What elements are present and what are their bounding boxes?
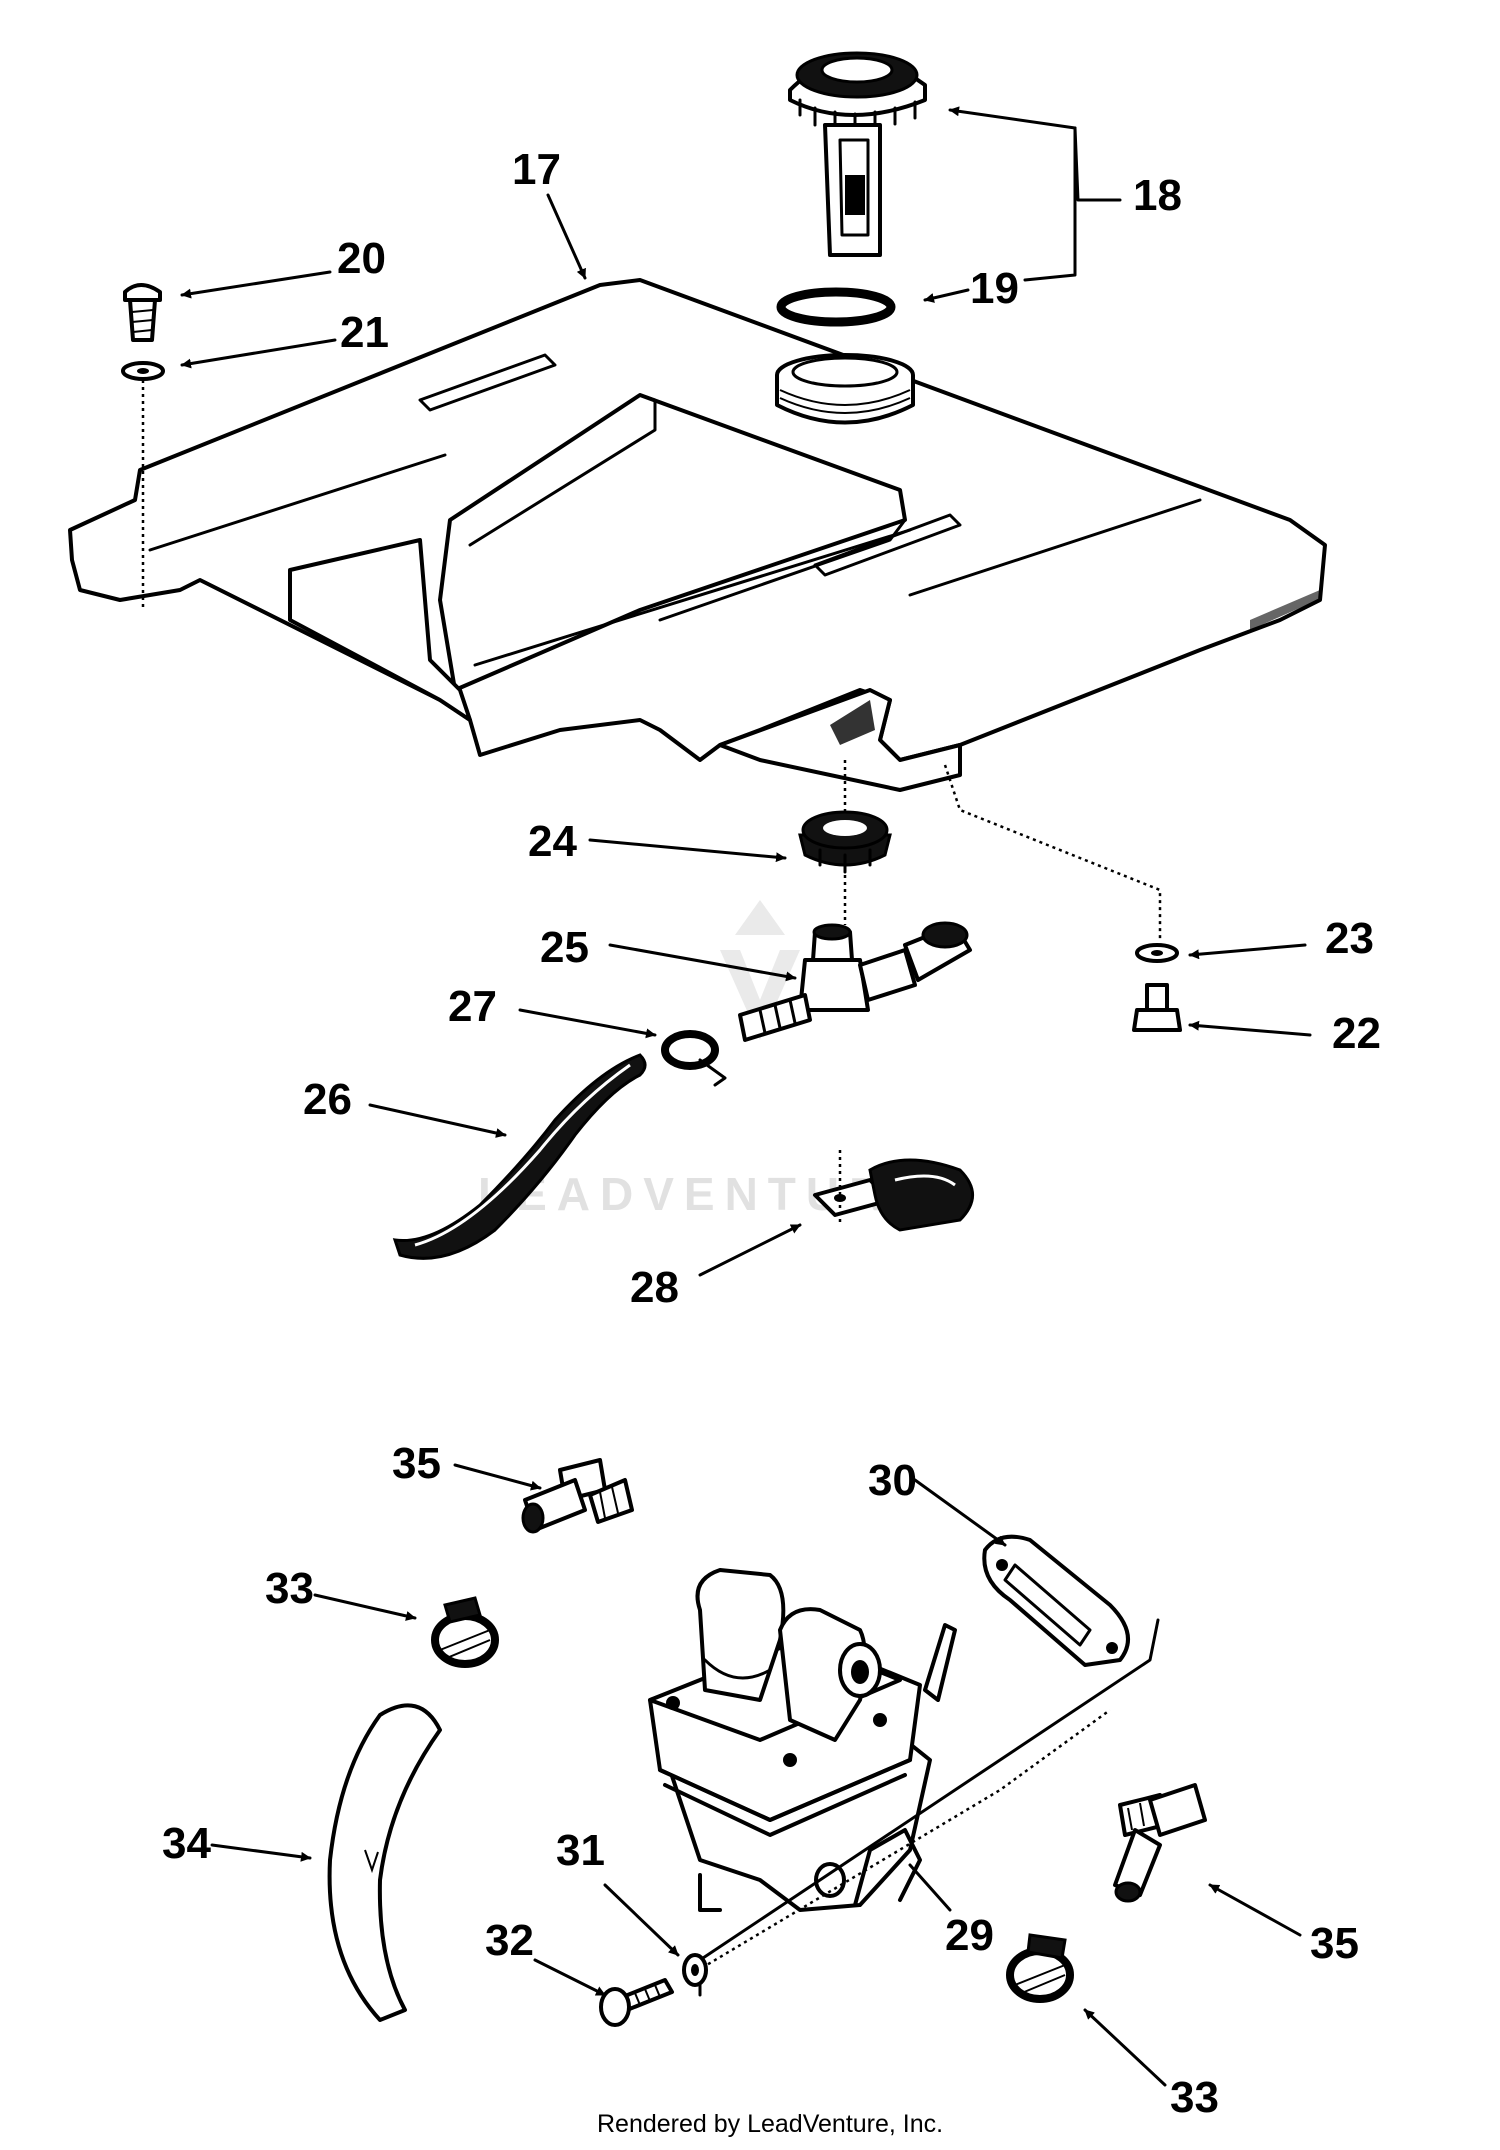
gasket-19 (776, 287, 896, 327)
fuel-line-26 (392, 1053, 647, 1260)
callout-32: 32 (485, 1916, 534, 1965)
callout-35-top: 35 (392, 1439, 441, 1488)
callout-33-top: 33 (265, 1564, 314, 1613)
fuel-cap-18 (788, 51, 927, 257)
credit-text: Rendered by LeadVenture, Inc. (597, 2110, 943, 2138)
elbow-fitting-35-right (1113, 1783, 1207, 1903)
callout-19: 19 (970, 264, 1019, 313)
callout-28: 28 (630, 1263, 679, 1312)
leader-line-23 (943, 764, 1162, 940)
callout-21: 21 (340, 308, 389, 357)
callout-arrows (180, 106, 1312, 2087)
screw-22 (1132, 983, 1182, 1032)
callout-18: 18 (1133, 171, 1182, 220)
washer-23 (1135, 943, 1179, 963)
hose-34 (327, 1703, 442, 2022)
gasket-30 (982, 1534, 1130, 1667)
hose-clamp-27 (661, 1030, 727, 1087)
screw-20 (123, 283, 162, 342)
callout-33-bottom: 33 (1170, 2073, 1219, 2122)
lock-washer-31 (682, 1953, 708, 1987)
screw-32 (599, 1978, 674, 2027)
callout-27: 27 (448, 982, 497, 1031)
hose-clamp-33-top (431, 1596, 499, 1668)
shut-off-valve-25 (738, 921, 972, 1042)
callout-24: 24 (528, 817, 577, 866)
center-line-29 (689, 1708, 1111, 1977)
callout-26: 26 (303, 1075, 352, 1124)
bushing-24 (798, 810, 892, 874)
callout-29: 29 (945, 1911, 994, 1960)
washer-21 (121, 361, 165, 381)
callout-20: 20 (337, 234, 386, 283)
callout-23: 23 (1325, 914, 1374, 963)
callouts: 17 18 19 20 21 22 23 24 25 26 27 28 29 3… (162, 145, 1381, 2122)
fuel-pump-29 (648, 1568, 957, 1912)
callout-25: 25 (540, 923, 589, 972)
callout-35-right: 35 (1310, 1919, 1359, 1968)
line-clip-28 (813, 1158, 974, 1232)
callout-30: 30 (868, 1456, 917, 1505)
fuel-tank-17 (68, 278, 1327, 792)
elbow-fitting-35-top (521, 1458, 634, 1534)
callout-22: 22 (1332, 1009, 1381, 1058)
callout-17: 17 (512, 145, 561, 194)
callout-31: 31 (556, 1826, 605, 1875)
hose-clamp-33-bottom (1006, 1933, 1074, 2003)
callout-34: 34 (162, 1819, 211, 1868)
